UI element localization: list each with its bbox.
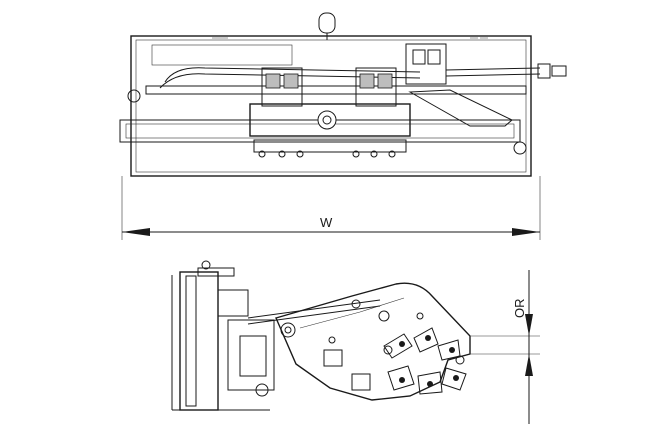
swing-arm xyxy=(275,282,471,401)
cutter-wheel xyxy=(383,327,467,395)
offset-label: OR xyxy=(512,299,527,319)
offset-dimension: OR xyxy=(470,270,540,424)
central-carriage xyxy=(249,67,411,153)
valve-block xyxy=(405,43,567,85)
pivot-pin xyxy=(513,141,527,155)
side-view xyxy=(171,260,471,411)
width-dimension: W xyxy=(121,176,541,240)
label-plate xyxy=(351,373,371,391)
width-label: W xyxy=(320,215,333,230)
bolt-row xyxy=(258,150,396,158)
frame-outline xyxy=(130,35,532,177)
label-plate xyxy=(323,349,343,367)
drive-hub xyxy=(317,110,337,130)
lifting-eye xyxy=(318,12,336,40)
pivot-pin xyxy=(127,89,141,103)
top-view xyxy=(119,12,567,177)
